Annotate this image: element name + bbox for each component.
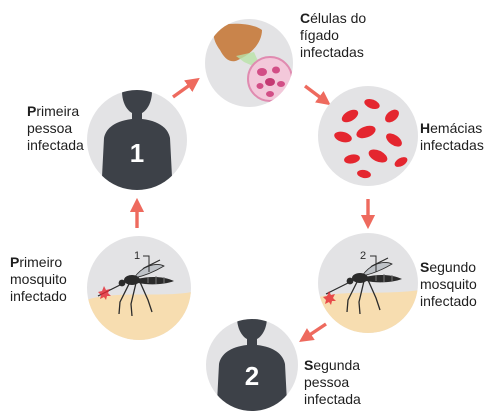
label-line: mosquito — [10, 271, 67, 287]
label-line: Hemácias — [420, 120, 483, 136]
label-line: infectado — [420, 293, 477, 309]
second-person-number: 2 — [245, 361, 259, 391]
first-person-number: 1 — [130, 138, 144, 168]
label-line: Segunda — [304, 357, 361, 373]
label-line: infectadas — [300, 44, 364, 60]
arrow-to-second-person — [299, 322, 327, 342]
liver-cell-icon — [247, 56, 293, 102]
bite-mark-icon — [98, 286, 111, 300]
arrow-to-liver — [172, 77, 200, 99]
label-line: Primeira — [27, 103, 80, 119]
second-mosquito-stage-circle: 2 — [318, 233, 418, 333]
label-line: Segundo — [420, 259, 477, 275]
label-line: pessoa — [27, 120, 73, 136]
red-cells-stage-circle — [318, 86, 418, 186]
label-line: mosquito — [420, 276, 477, 292]
liver-stage-circle — [205, 19, 293, 107]
cycle-arrows — [129, 77, 376, 342]
second-person-stage-circle: 2 — [206, 319, 298, 411]
bite-mark-icon — [323, 291, 336, 305]
arrow-to-red-cells — [303, 84, 331, 106]
person-silhouette-icon — [216, 319, 288, 411]
label-line: Células do — [300, 10, 367, 26]
first-mosquito-stage-circle: 1 — [87, 236, 191, 340]
label-line: Primeiro — [10, 254, 63, 270]
first-mosquito-number: 1 — [134, 250, 140, 262]
label-line: infectado — [10, 288, 67, 304]
liver-icon — [213, 23, 262, 62]
first-person-stage-circle: 1 — [87, 90, 187, 190]
person-silhouette-icon — [101, 90, 173, 190]
label-line: infectada — [27, 137, 84, 153]
label-line: infectadas — [420, 137, 484, 153]
second-mosquito-number: 2 — [360, 250, 366, 262]
label-line: infectada — [304, 391, 361, 407]
label-line: pessoa — [304, 374, 350, 390]
red-blood-cells-icon — [334, 98, 408, 179]
label-line: fígado — [300, 27, 339, 43]
